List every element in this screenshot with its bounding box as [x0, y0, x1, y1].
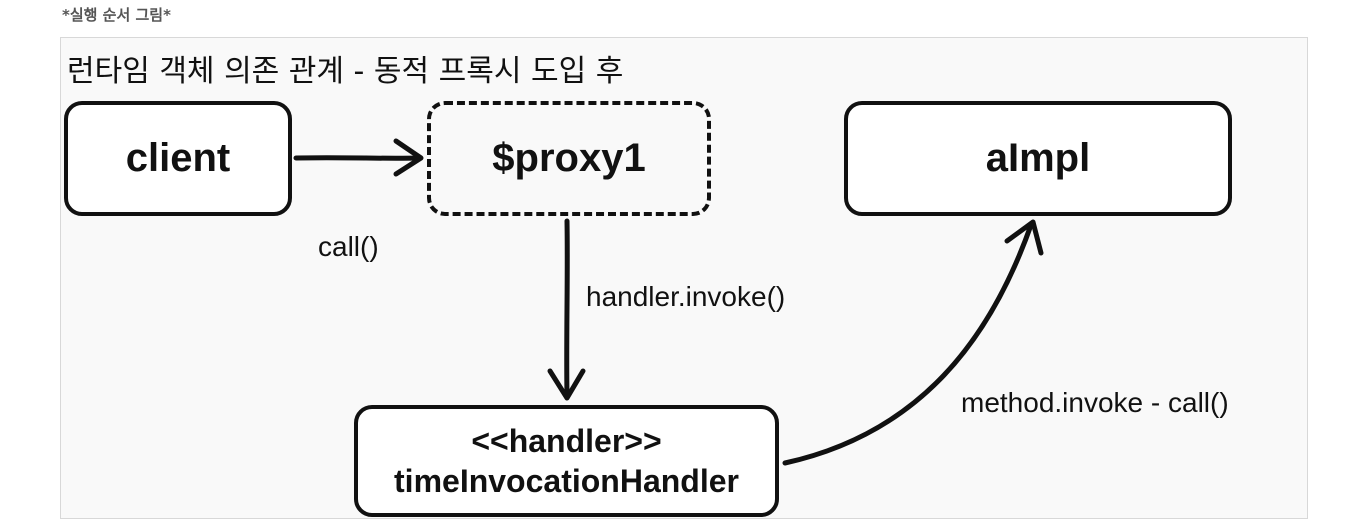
- arrow-client-to-proxy: [293, 138, 424, 177]
- arrow-handler-to-aimpl: [782, 219, 1044, 466]
- diagram-title: 런타임 객체 의존 관계 - 동적 프록시 도입 후: [67, 54, 624, 89]
- aimpl-node: aImpl: [844, 101, 1232, 216]
- aimpl-label: aImpl: [985, 136, 1091, 180]
- arrows-layer: [293, 138, 1044, 466]
- proxy-label: $proxy1: [492, 136, 646, 180]
- edge-label-method-invoke: method.invoke - call(): [961, 387, 1229, 418]
- handler-node: <<handler>> timeInvocationHandler: [354, 405, 779, 517]
- client-label: client: [125, 136, 231, 180]
- client-node: client: [64, 101, 292, 216]
- arrow-proxy-to-handler: [547, 218, 586, 401]
- proxy-node: $proxy1: [427, 101, 711, 216]
- handler-stereotype: <<handler>>: [471, 423, 662, 459]
- edge-label-handler-invoke: handler.invoke(): [586, 281, 786, 312]
- diagram-panel: 런타임 객체 의존 관계 - 동적 프록시 도입 후: [60, 37, 1308, 519]
- handler-name: timeInvocationHandler: [394, 463, 739, 499]
- edge-label-call: call(): [318, 231, 379, 262]
- caption: *실행 순서 그림*: [62, 6, 171, 24]
